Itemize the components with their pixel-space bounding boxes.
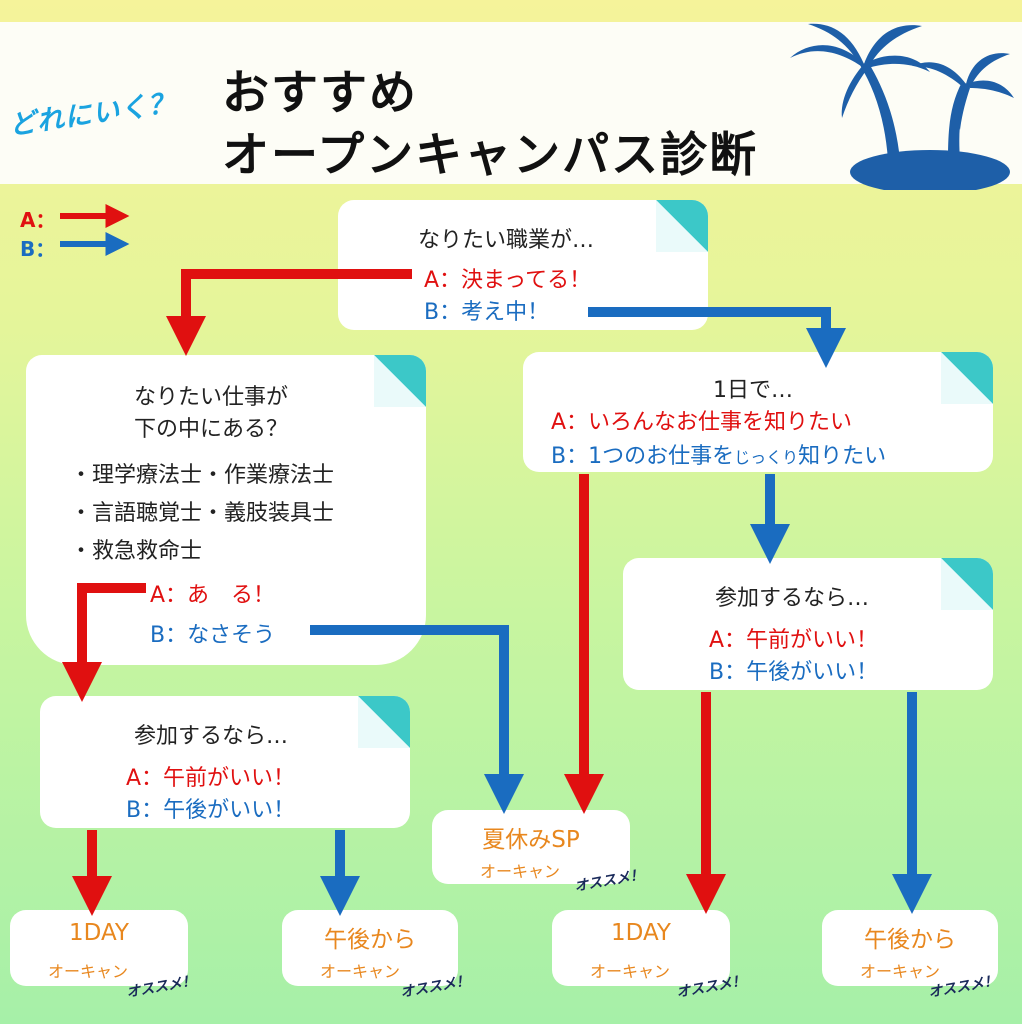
q1-option-a: A：決まってる！ [424,268,592,293]
q3-option-b-end: 知りたい [798,444,887,469]
result-box-1day: 1DAY オーキャン [10,910,188,986]
legend-a-label: A： [20,208,56,232]
q4-option-a: A：午前がいい！ [126,766,296,791]
result-sub: オーキャン [860,962,941,981]
q3-option-b-main: B：1つのお仕事を [551,444,735,469]
legend-b-label: B： [20,237,56,261]
result-title: 1DAY [611,920,671,946]
q3-option-b: B：1つのお仕事をじっくり知りたい [551,438,886,470]
q1-question: なりたい職業が… [418,228,595,253]
result-sub: オーキャン [48,962,129,981]
arrow-q1-b [588,307,846,368]
q4-option-b: B：午後がいい！ [126,798,296,823]
q2-item: ・救急救命士 [70,539,203,564]
result-title: 午後から [864,927,956,953]
palm-island-icon [790,23,1014,190]
arrow-q2-b [310,625,524,814]
q2-question-line1: なりたい仕事が [134,385,289,410]
q5-option-b: B：午後がいい！ [709,660,879,685]
result-box-afternoon: 午後から オーキャン [282,910,458,986]
question-2-box: なりたい仕事が 下の中にある？ ・理学療法士・作業療法士 ・言語聴覚士・義肢装具… [26,355,426,665]
q3-option-b-small: じっくり [734,448,799,467]
question-3-box: 1日で… A：いろんなお仕事を知りたい B：1つのお仕事をじっくり知りたい [523,352,993,472]
question-4-box: 参加するなら… A：午前がいい！ B：午後がいい！ [40,696,410,828]
arrow-q1-a [166,269,412,356]
q4-question: 参加するなら… [134,724,289,749]
q2-item: ・言語聴覚士・義肢装具士 [70,501,335,526]
q2-item: ・理学療法士・作業療法士 [70,463,335,488]
q3-option-a: A：いろんなお仕事を知りたい [551,410,853,435]
question-5-box: 参加するなら… A：午前がいい！ B：午後がいい！ [623,558,993,690]
q5-question: 参加するなら… [715,586,870,611]
result-sub: オーキャン [590,962,671,981]
corner-fold-icon [941,558,993,610]
result-title: 午後から [324,927,416,953]
q2-option-a: A：あ る！ [150,583,276,608]
corner-fold-icon [656,200,708,252]
corner-fold-icon [941,352,993,404]
q5-option-a: A：午前がいい！ [709,628,879,653]
result-box-summer-sp: 夏休みSP オーキャン [432,810,630,884]
result-box-1day: 1DAY オーキャン [552,910,730,986]
result-box-afternoon: 午後から オーキャン [822,910,998,986]
result-sub: オーキャン [320,962,401,981]
corner-fold-icon [358,696,410,748]
header-title-line1: おすすめ [222,66,418,121]
q3-question: 1日で… [713,378,793,403]
corner-fold-icon [374,355,426,407]
header-title-line2: オープンキャンパス診断 [222,128,759,183]
arrow-q2-a [62,583,146,702]
q2-option-b: B：なさそう [150,623,276,648]
result-title: 1DAY [69,920,129,946]
result-sub: オーキャン [480,862,561,881]
q2-question-line2: 下の中にある？ [134,417,289,442]
result-title: 夏休みSP [482,827,580,853]
q1-option-b: B：考え中！ [424,300,550,325]
